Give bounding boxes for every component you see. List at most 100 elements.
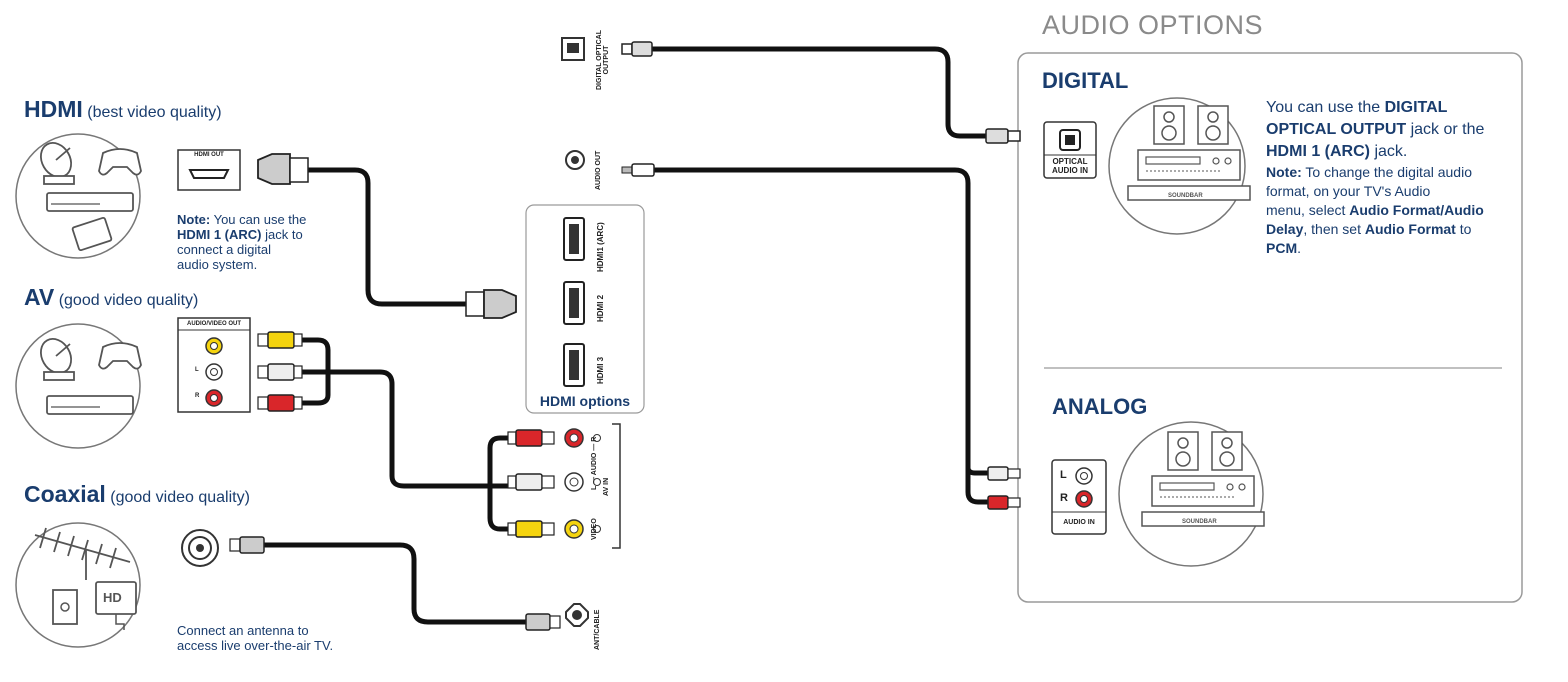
av-source-red-plug [257,394,303,412]
hdmi-out-label: HDMI OUT [194,152,224,158]
av-tv-red-plug [507,429,555,447]
hdmi-note-2b: HDMI 1 (ARC) [177,227,262,242]
coax-title: Coaxial [24,481,106,507]
digital-note-5b: PCM [1266,240,1298,256]
analog-title: ANALOG [1052,394,1148,419]
coax-subtitle: (good video quality) [110,489,250,506]
game-controller-icon-av [98,342,142,370]
coax-source-plug [229,536,265,554]
hd-badge: HD [103,590,122,605]
optical-plug-tv [621,41,653,57]
coax-note-2: access live over-the-air TV. [177,638,334,653]
digital-note-2: format, on your TV's Audio [1266,183,1431,199]
av-out-label: AUDIO/VIDEO OUT [186,321,241,327]
hdmi-port-icon [188,169,230,179]
optical-label-line2: AUDIO IN [1052,166,1088,175]
audio-options-title: AUDIO OPTIONS [1042,10,1264,40]
digital-desc-text1: You can use the [1266,99,1385,116]
tv-hdmi1-label: HDMI1 (ARC) [596,222,605,272]
tv-optical-label: DIGITAL OPTICAL OUTPUT [596,30,610,90]
coax-note-1: Connect an antenna to [177,623,309,638]
tv-av-in-label: AV IN [603,477,610,496]
digital-note-4c: Audio Format [1364,221,1456,237]
av-tv-white-plug [507,473,555,491]
coax-devices-circle [15,522,141,648]
satellite-dish-icon-av [40,338,75,381]
coax-heading: Coaxial (good video quality) [24,481,250,508]
hdmi-note-2: jack to [261,227,303,242]
optical-audio-in-label: OPTICAL AUDIO IN [1046,157,1094,175]
av-source-white-plug [257,363,303,381]
hdmi-subtitle: (best video quality) [87,104,222,121]
digital-note-line5: PCM. [1266,239,1516,258]
tv-hdmi3-label: HDMI 3 [596,356,605,384]
tv-av-in-video-label: VIDEO [591,518,598,540]
coax-note: Connect an antenna to access live over-t… [177,623,377,653]
tablet-icon [71,216,113,252]
audio-out-cable-r [965,317,993,505]
digital-soundbar-label: SOUNDBAR [1168,193,1203,199]
digital-note-4: , then set [1303,221,1365,237]
digital-note-line4: Delay, then set Audio Format to [1266,220,1516,239]
hdmi-note-1: You can use the [210,212,307,227]
set-top-box-icon-av [46,395,134,415]
digital-title: DIGITAL [1042,68,1129,93]
digital-note-5: . [1297,240,1302,256]
digital-note-4b: Delay [1266,221,1304,237]
digital-note: Note: To change the digital audio format… [1266,163,1516,258]
av-in-bracket [612,423,621,549]
tv-optical-label-2: OUTPUT [603,45,610,75]
optical-cable [647,46,993,139]
digital-desc-line3: HDMI 1 (ARC) jack. [1266,141,1516,163]
hdmi-heading: HDMI (best video quality) [24,96,222,123]
hdmi-options-label: HDMI options [539,393,631,409]
digital-note-line3: menu, select Audio Format/Audio [1266,201,1516,220]
digital-note-3: menu, select [1266,202,1350,218]
hdmi-note-line1: Note: You can use the [177,212,347,227]
analog-jack-l-label: L [1060,469,1067,481]
digital-desc-bold2: OPTICAL OUTPUT [1266,121,1407,138]
hdmi-plug-source [257,153,309,185]
digital-desc-text3: jack. [1370,143,1408,160]
coax-cable [262,542,533,625]
digital-desc-bold3: HDMI 1 (ARC) [1266,143,1370,160]
tv-ant-cable-label: ANT/CABLE [594,609,601,650]
av-heading: AV (good video quality) [24,284,198,311]
digital-desc-bold1: DIGITAL [1384,99,1448,116]
audio-out-cable-l [647,167,993,476]
analog-white-plug [987,466,1021,481]
hdmi-cable [303,167,473,307]
av-title: AV [24,284,55,310]
tv-audio-out-label: AUDIO OUT [595,150,602,190]
satellite-dish-icon [40,142,75,185]
optical-plug-soundbar [985,128,1021,144]
tv-optical-label-1: DIGITAL OPTICAL [596,29,603,90]
audio-out-plug [621,163,655,177]
analog-soundbar-label: SOUNDBAR [1182,519,1217,525]
optical-label-line1: OPTICAL [1052,157,1088,166]
digital-note-line1: Note: To change the digital audio [1266,163,1516,182]
hdmi-note: Note: You can use the HDMI 1 (ARC) jack … [177,212,347,272]
hdmi-note-line2: HDMI 1 (ARC) jack to [177,227,347,242]
hdmi-note-label: Note: [177,212,211,227]
digital-desc-text2: jack or the [1406,121,1485,138]
digital-note-3b: Audio Format/Audio [1349,202,1484,218]
analog-jack-r-label: R [1060,492,1068,504]
digital-note-4d: to [1455,221,1472,237]
tv-hdmi2-label: HDMI 2 [596,294,605,322]
antenna-icon [34,527,131,580]
av-out-r-label: R [195,393,200,399]
set-top-box-icon [46,192,134,212]
cables [262,46,993,625]
hdmi-plug-tv [465,289,517,319]
hdmi-note-3: connect a digital [177,242,271,257]
digital-description: You can use the DIGITAL OPTICAL OUTPUT j… [1266,97,1516,163]
tv-av-in-audio-label: L — AUDIO — R [591,436,598,490]
game-controller-icon [98,148,142,176]
av-cable-bundle-right [487,435,513,489]
av-subtitle: (good video quality) [58,292,199,309]
digital-note-1: To change the digital audio [1301,164,1472,180]
av-source-yellow-plug [257,331,303,349]
